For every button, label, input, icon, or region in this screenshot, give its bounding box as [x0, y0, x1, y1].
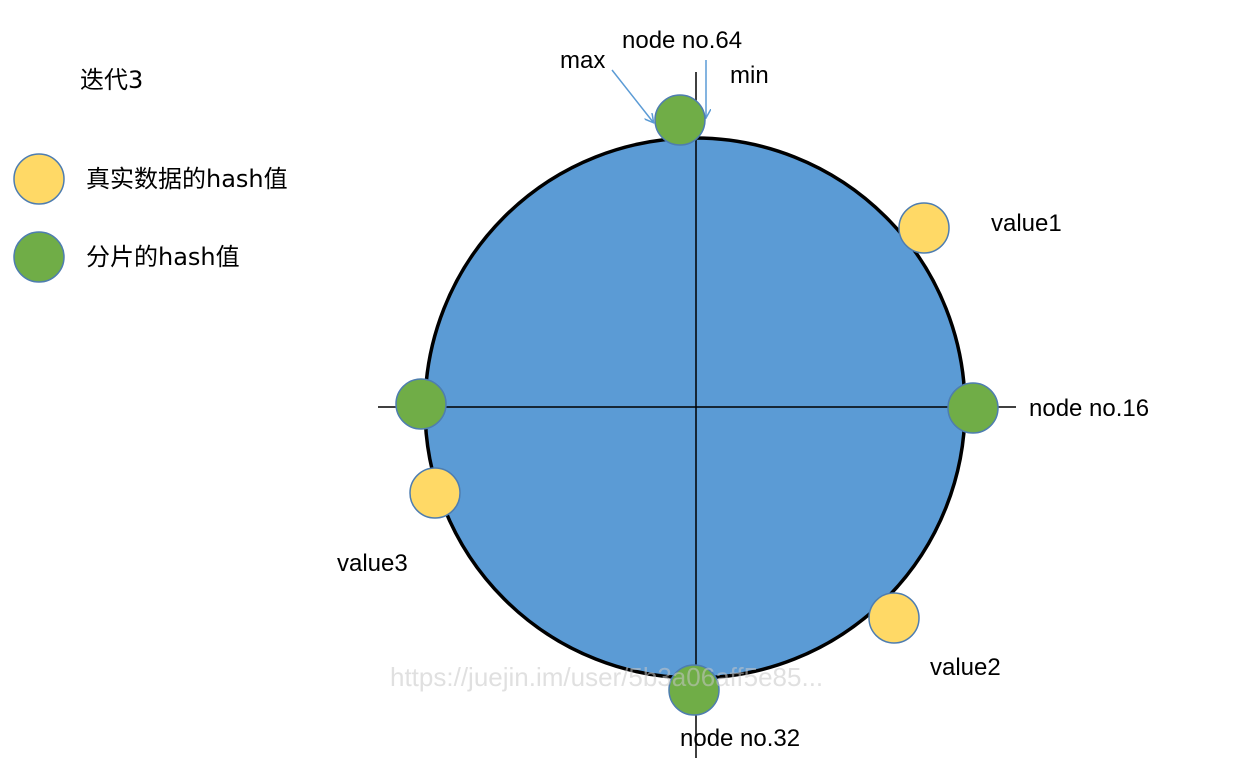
node-marker-64: [654, 94, 706, 146]
legend-marker-data-hash: [13, 153, 65, 205]
node-marker-32: [668, 664, 720, 716]
node-label-64: node no.64: [622, 27, 743, 54]
node-label-16: node no.16: [1029, 395, 1150, 422]
min-pointer-label: min: [730, 62, 769, 89]
node-marker-unlabeled: [395, 378, 447, 430]
max-pointer-arrow: [611, 69, 653, 122]
max-pointer-label: max: [560, 47, 606, 74]
node-label-32: node no.32: [680, 725, 801, 752]
legend-marker-shard-hash: [13, 231, 65, 283]
value-label-3: value3: [337, 550, 408, 577]
legend-label-data-hash: 真实数据的hash值: [86, 165, 288, 193]
value-marker-3: [409, 467, 461, 519]
watermark-text: https://juejin.im/user/5b3a06aff5e85...: [390, 662, 824, 692]
diagram-title: 迭代3: [80, 66, 144, 94]
node-marker-16: [947, 382, 999, 434]
value-marker-2: [868, 592, 920, 644]
value-label-1: value1: [991, 210, 1062, 237]
legend-label-shard-hash: 分片的hash值: [86, 243, 240, 271]
value-marker-1: [898, 202, 950, 254]
value-label-2: value2: [930, 654, 1001, 681]
